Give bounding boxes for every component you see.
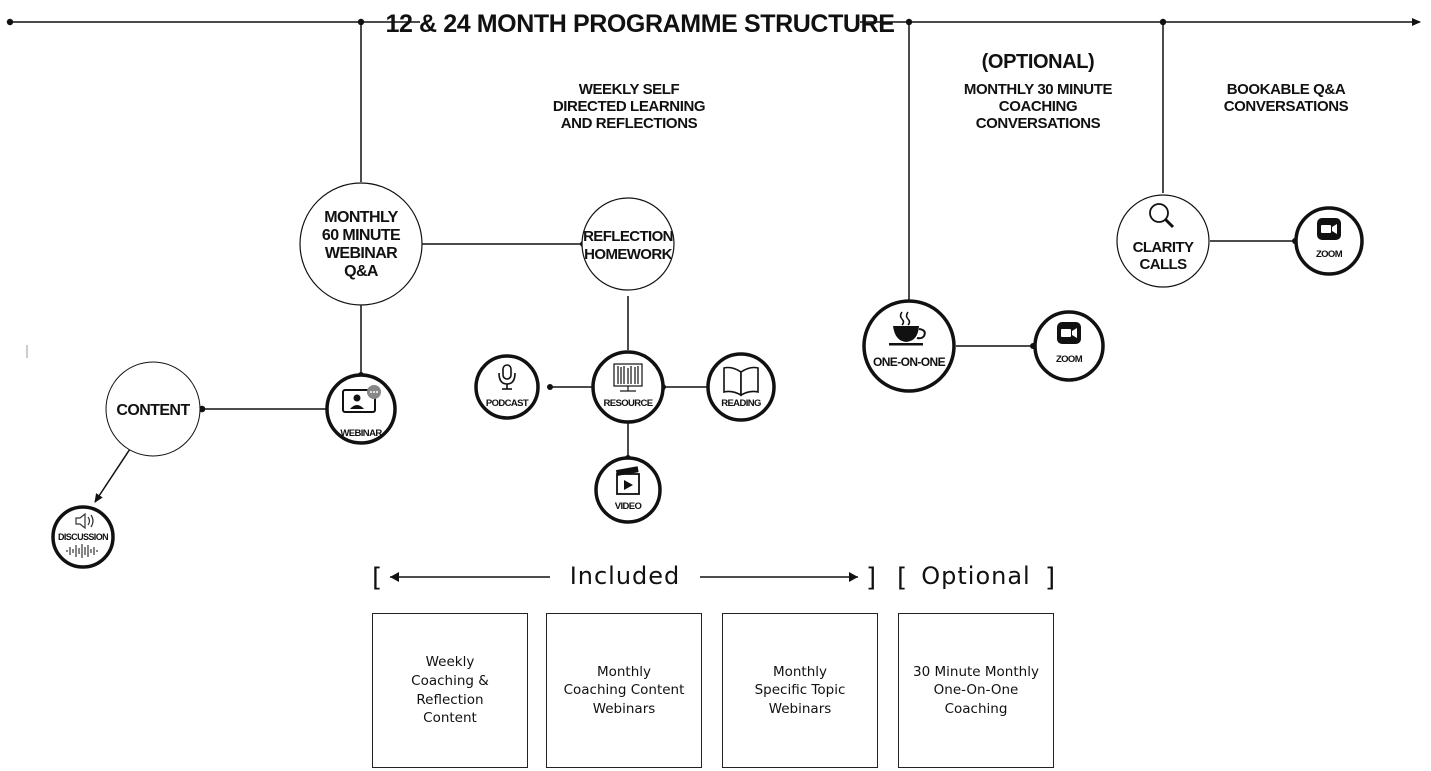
node-clarity-calls: CLARITY CALLS [1116, 194, 1210, 288]
svg-text:CONTENT: CONTENT [116, 402, 190, 419]
svg-text:(OPTIONAL): (OPTIONAL) [982, 51, 1095, 73]
svg-text:RESOURCE: RESOURCE [603, 398, 652, 409]
svg-text:60 MINUTE: 60 MINUTE [322, 227, 401, 244]
coffee-cup-icon [889, 311, 926, 346]
svg-text:CLARITY: CLARITY [1133, 239, 1194, 256]
svg-text:[: [ [372, 563, 382, 593]
svg-text:VIDEO: VIDEO [615, 501, 642, 512]
zoom-camera-icon [1057, 322, 1081, 344]
svg-text:DISCUSSION: DISCUSSION [58, 532, 108, 542]
svg-text:AND REFLECTIONS: AND REFLECTIONS [561, 115, 698, 132]
node-resource: RESOURCE [591, 350, 665, 424]
video-call-icon [342, 385, 381, 413]
svg-text:DIRECTED LEARNING: DIRECTED LEARNING [553, 98, 705, 115]
open-book-icon [723, 366, 759, 397]
svg-text:CONVERSATIONS: CONVERSATIONS [976, 115, 1101, 132]
svg-text:]: ] [866, 563, 876, 593]
svg-text:MONTHLY 30 MINUTE: MONTHLY 30 MINUTE [964, 81, 1113, 98]
connector-lines [94, 22, 1295, 503]
optional-bracket: [ Optional ] [897, 562, 1055, 593]
svg-text:ZOOM: ZOOM [1056, 354, 1083, 365]
node-video: VIDEO [594, 456, 662, 524]
svg-text:WEEKLY SELF: WEEKLY SELF [579, 81, 680, 98]
speaker-soundwave-icon [66, 512, 98, 558]
svg-text:CONVERSATIONS: CONVERSATIONS [1224, 98, 1349, 115]
svg-text:[: [ [897, 563, 907, 593]
node-zoom-2: ZOOM [1294, 206, 1364, 276]
svg-text:COACHING: COACHING [999, 98, 1077, 115]
node-zoom-1: ZOOM [1033, 310, 1105, 382]
svg-text:WEBINAR: WEBINAR [325, 245, 398, 262]
heading-bookable: BOOKABLE Q&A CONVERSATIONS [1224, 81, 1349, 115]
svg-text:REFLECTION: REFLECTION [583, 228, 673, 245]
node-content: CONTENT [105, 361, 201, 457]
node-podcast: PODCAST [474, 354, 540, 420]
diagram-title: 12 & 24 MONTH PROGRAMME STRUCTURE [385, 10, 894, 38]
zoom-camera-icon [1317, 218, 1341, 240]
svg-text:PODCAST: PODCAST [486, 398, 529, 409]
included-bracket: [ Included ] [372, 562, 876, 593]
bookshelf-icon [613, 363, 643, 392]
svg-text:Q&A: Q&A [344, 263, 379, 280]
svg-text:HOMEWORK: HOMEWORK [584, 246, 672, 263]
node-reading: READING [706, 352, 776, 422]
svg-text:READING: READING [721, 398, 761, 409]
heading-optional: (OPTIONAL) MONTHLY 30 MINUTE COACHING CO… [964, 51, 1113, 132]
node-reflection-homework: REFLECTION HOMEWORK [581, 197, 675, 291]
svg-text:ONE-ON-ONE: ONE-ON-ONE [873, 355, 946, 369]
included-label: Included [570, 562, 681, 590]
heading-weekly: WEEKLY SELF DIRECTED LEARNING AND REFLEC… [553, 81, 706, 132]
svg-text:]: ] [1045, 563, 1055, 593]
svg-text:ZOOM: ZOOM [1316, 249, 1343, 260]
optional-label: Optional [921, 562, 1030, 590]
svg-text:BOOKABLE Q&A: BOOKABLE Q&A [1227, 81, 1346, 98]
podcast-microphone-icon [498, 364, 516, 390]
node-one-on-one: ONE-ON-ONE [862, 299, 956, 393]
svg-text:WEBINAR: WEBINAR [340, 428, 382, 439]
clapperboard-icon [615, 466, 640, 495]
node-discussion: DISCUSSION [51, 505, 115, 569]
magnifier-icon [1149, 203, 1175, 229]
svg-text:CALLS: CALLS [1140, 256, 1188, 273]
svg-text:MONTHLY: MONTHLY [324, 209, 398, 226]
node-webinar: WEBINAR [325, 373, 397, 445]
node-monthly-webinar: MONTHLY 60 MINUTE WEBINAR Q&A [299, 182, 423, 306]
